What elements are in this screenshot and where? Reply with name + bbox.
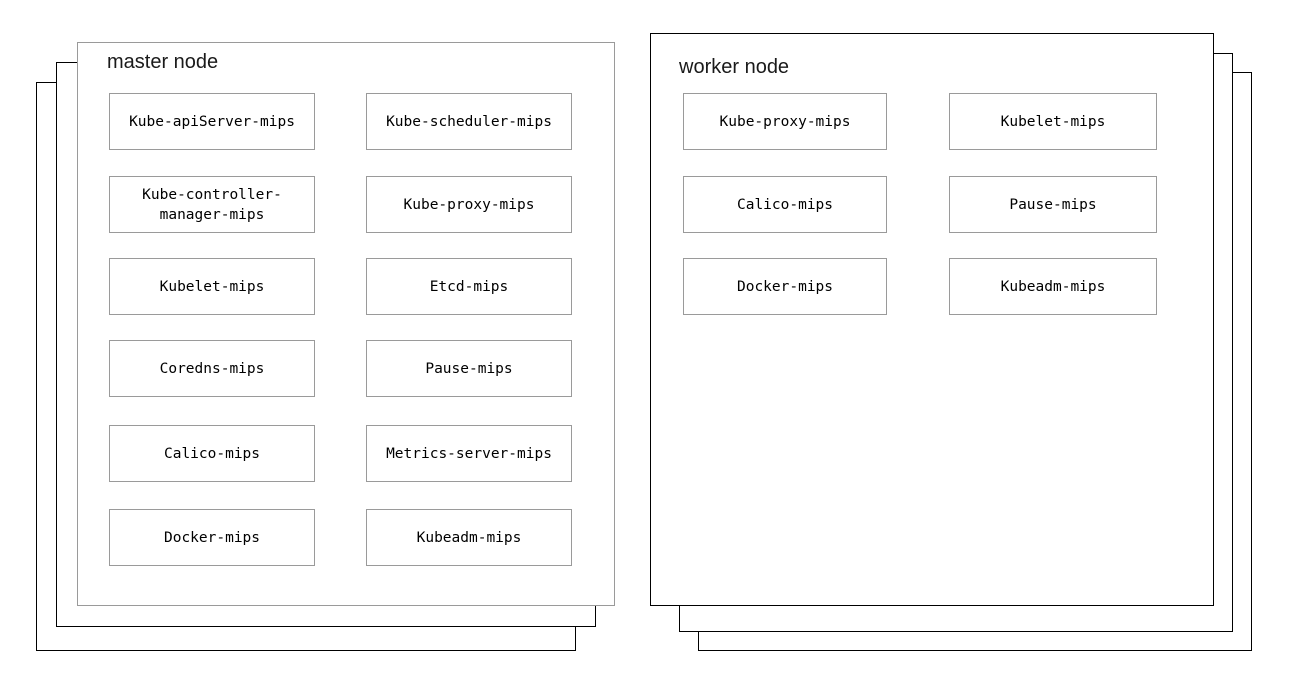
- component-label: Coredns-mips: [159, 360, 265, 377]
- component-label: Kube-proxy-mips: [719, 113, 851, 130]
- component-label: Kubeadm-mips: [1000, 278, 1106, 295]
- component-box-worker-calico-mips[interactable]: Calico-mips: [683, 176, 887, 233]
- component-box-kube-controller-manager-mips[interactable]: Kube-controller-manager-mips: [109, 176, 315, 233]
- master-node-title: master node: [107, 51, 219, 73]
- component-box-kubeadm-mips[interactable]: Kubeadm-mips: [366, 509, 572, 566]
- component-box-kube-apiserver-mips[interactable]: Kube-apiServer-mips: [109, 93, 315, 150]
- component-box-kube-proxy-mips[interactable]: Kube-proxy-mips: [366, 176, 572, 233]
- component-box-pause-mips[interactable]: Pause-mips: [366, 340, 572, 397]
- component-label: Docker-mips: [736, 278, 834, 295]
- component-label: Kubeadm-mips: [416, 529, 522, 546]
- component-box-docker-mips[interactable]: Docker-mips: [109, 509, 315, 566]
- component-label: Kube-scheduler-mips: [386, 113, 552, 130]
- component-box-worker-kube-proxy-mips[interactable]: Kube-proxy-mips: [683, 93, 887, 150]
- component-label: Pause-mips: [1009, 196, 1097, 213]
- component-box-worker-kubeadm-mips[interactable]: Kubeadm-mips: [949, 258, 1157, 315]
- component-box-worker-kubelet-mips[interactable]: Kubelet-mips: [949, 93, 1157, 150]
- component-box-calico-mips[interactable]: Calico-mips: [109, 425, 315, 482]
- worker-node-title: worker node: [679, 56, 790, 78]
- component-box-kube-scheduler-mips[interactable]: Kube-scheduler-mips: [366, 93, 572, 150]
- component-label: Calico-mips: [163, 445, 261, 462]
- component-box-etcd-mips[interactable]: Etcd-mips: [366, 258, 572, 315]
- component-label: Metrics-server-mips: [386, 445, 552, 462]
- component-box-coredns-mips[interactable]: Coredns-mips: [109, 340, 315, 397]
- component-box-metrics-server-mips[interactable]: Metrics-server-mips: [366, 425, 572, 482]
- component-label: Kube-proxy-mips: [403, 196, 535, 213]
- component-label: Pause-mips: [425, 360, 513, 377]
- component-label: Kube-controller-manager-mips: [142, 186, 282, 223]
- component-box-worker-docker-mips[interactable]: Docker-mips: [683, 258, 887, 315]
- component-label: Etcd-mips: [429, 278, 509, 295]
- component-box-kubelet-mips[interactable]: Kubelet-mips: [109, 258, 315, 315]
- component-label: Kube-apiServer-mips: [129, 113, 295, 130]
- component-label: Kubelet-mips: [159, 278, 265, 295]
- component-label: Docker-mips: [163, 529, 261, 546]
- component-label: Kubelet-mips: [1000, 113, 1106, 130]
- component-box-worker-pause-mips[interactable]: Pause-mips: [949, 176, 1157, 233]
- component-label: Calico-mips: [736, 196, 834, 213]
